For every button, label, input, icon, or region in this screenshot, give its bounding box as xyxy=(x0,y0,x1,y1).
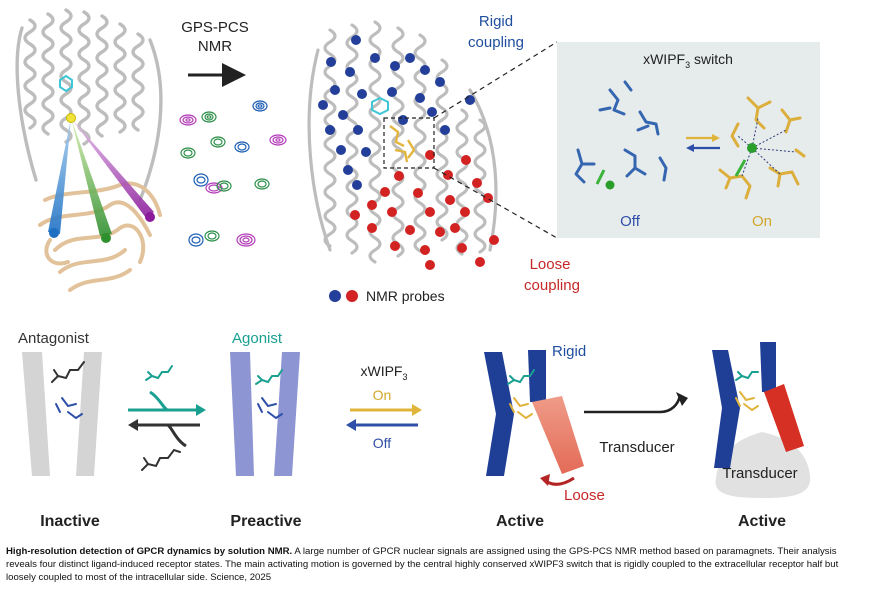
xwipf-on-label: On xyxy=(373,387,392,403)
caption-text: A large number of GPCR nuclear signals a… xyxy=(6,546,839,583)
rigid-coupling-label-1: Rigid xyxy=(479,13,513,30)
transducer-arrow xyxy=(584,395,682,414)
active-receptor-loose xyxy=(484,350,584,486)
method-label-line1: GPS-PCS xyxy=(181,19,249,36)
rigid-label: Rigid xyxy=(552,343,586,360)
state-label-inactive: Inactive xyxy=(40,513,100,530)
switch-on-label: On xyxy=(752,213,772,230)
state-label-preactive: Preactive xyxy=(230,513,301,530)
zoom-line-bottom xyxy=(433,167,558,239)
switch-panel-title: xWIPF3 switch xyxy=(643,51,733,70)
transducer-blob-label: Transducer xyxy=(722,465,797,482)
agonist-label: Agonist xyxy=(232,330,283,347)
caption-title: High-resolution detection of GPCR dynami… xyxy=(6,546,293,557)
state-label-active-1: Active xyxy=(496,513,544,530)
loose-coupling-label-2: coupling xyxy=(524,277,580,294)
state-label-active-2: Active xyxy=(738,513,786,530)
ligand-exchange-arrows xyxy=(128,365,206,471)
xwipf3-switch-panel: xWIPF3 switch xyxy=(557,42,820,238)
nmr-probes-legend: NMR probes xyxy=(329,288,445,304)
zoom-line-top xyxy=(433,41,558,119)
method-label-line2: NMR xyxy=(198,38,232,55)
xwipf-toggle-label: xWIPF3 xyxy=(360,363,407,382)
nmr-spectrum-peaks xyxy=(179,100,287,247)
loose-coupling-label-1: Loose xyxy=(530,256,571,273)
inactive-receptor xyxy=(22,352,102,476)
preactive-receptor xyxy=(230,352,300,476)
gpcr-structure-left xyxy=(15,8,163,292)
transducer-arrow-label: Transducer xyxy=(599,439,674,456)
antagonist-label: Antagonist xyxy=(18,330,90,347)
nmr-probes-label: NMR probes xyxy=(366,288,445,304)
rigid-coupling-label-2: coupling xyxy=(468,34,524,51)
active-receptor-transducer xyxy=(712,342,811,498)
figure-caption: High-resolution detection of GPCR dynami… xyxy=(6,545,864,584)
loose-label: Loose xyxy=(564,487,605,504)
xwipf-off-label: Off xyxy=(373,435,392,451)
gpcr-structure-probes xyxy=(307,20,499,270)
switch-off-label: Off xyxy=(620,213,641,230)
